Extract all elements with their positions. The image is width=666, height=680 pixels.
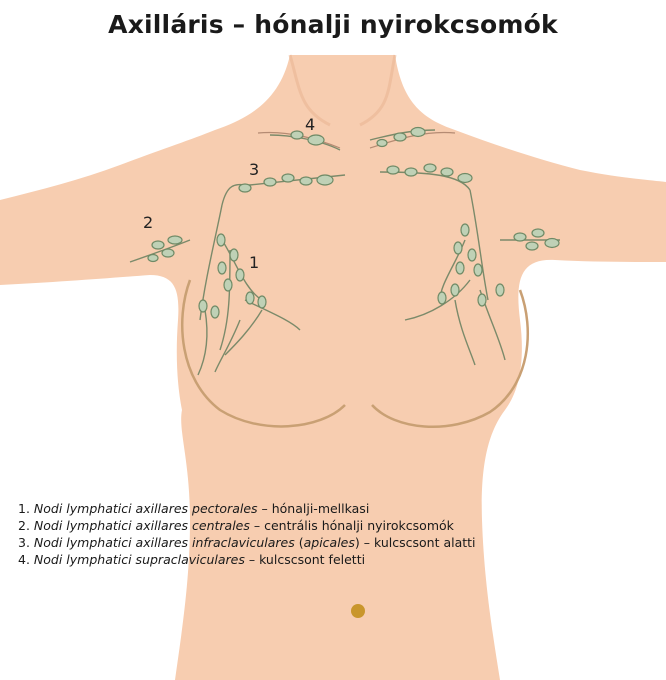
node bbox=[440, 167, 454, 177]
node bbox=[437, 291, 447, 305]
node bbox=[393, 132, 407, 142]
node bbox=[290, 130, 304, 140]
node bbox=[404, 167, 418, 177]
node bbox=[531, 228, 545, 238]
node bbox=[386, 165, 400, 175]
node bbox=[299, 176, 313, 186]
node bbox=[457, 172, 473, 184]
node bbox=[151, 240, 165, 250]
label-2: 2 bbox=[143, 213, 154, 232]
node bbox=[257, 295, 267, 309]
node bbox=[316, 174, 334, 186]
node bbox=[198, 299, 208, 313]
node bbox=[513, 232, 527, 242]
node bbox=[460, 223, 470, 237]
node bbox=[410, 126, 426, 138]
label-4: 4 bbox=[305, 115, 316, 134]
node bbox=[467, 248, 477, 262]
node bbox=[217, 261, 227, 275]
node bbox=[161, 248, 175, 258]
node bbox=[525, 241, 539, 251]
legend: 1. Nodi lymphatici axillares pectorales … bbox=[18, 500, 476, 568]
neck-shading bbox=[288, 54, 331, 127]
legend-item-4: 4. Nodi lymphatici supraclaviculares – k… bbox=[18, 552, 366, 567]
node bbox=[235, 268, 245, 282]
node bbox=[263, 177, 277, 187]
node bbox=[477, 293, 487, 307]
node bbox=[495, 283, 505, 297]
legend-item-2: 2. Nodi lymphatici axillares centrales –… bbox=[18, 518, 454, 533]
node bbox=[245, 291, 255, 305]
node bbox=[210, 305, 220, 319]
node bbox=[544, 237, 560, 249]
node bbox=[376, 138, 388, 148]
node bbox=[147, 253, 159, 263]
node bbox=[281, 173, 295, 183]
node bbox=[423, 163, 437, 173]
label-3: 3 bbox=[249, 160, 260, 179]
page-title: Axilláris – hónalji nyirokcsomók bbox=[108, 10, 558, 39]
right-breast-outline bbox=[371, 289, 529, 428]
label-1: 1 bbox=[249, 253, 260, 272]
node bbox=[307, 134, 325, 146]
node bbox=[455, 261, 465, 275]
node bbox=[473, 263, 483, 277]
node bbox=[453, 241, 463, 255]
node bbox=[229, 248, 239, 262]
navel bbox=[351, 604, 365, 618]
torso-silhouette bbox=[0, 55, 666, 680]
node bbox=[167, 235, 183, 245]
node bbox=[450, 283, 460, 297]
node bbox=[223, 278, 233, 292]
node bbox=[238, 183, 252, 193]
left-breast-outline bbox=[181, 279, 346, 428]
legend-item-1: 1. Nodi lymphatici axillares pectorales … bbox=[18, 501, 370, 516]
neck-shading-right bbox=[359, 54, 397, 127]
lymph-nodes bbox=[147, 126, 560, 319]
node bbox=[216, 233, 226, 247]
left-clavicle bbox=[257, 131, 341, 149]
legend-item-3: 3. Nodi lymphatici axillares infraclavic… bbox=[18, 535, 476, 550]
